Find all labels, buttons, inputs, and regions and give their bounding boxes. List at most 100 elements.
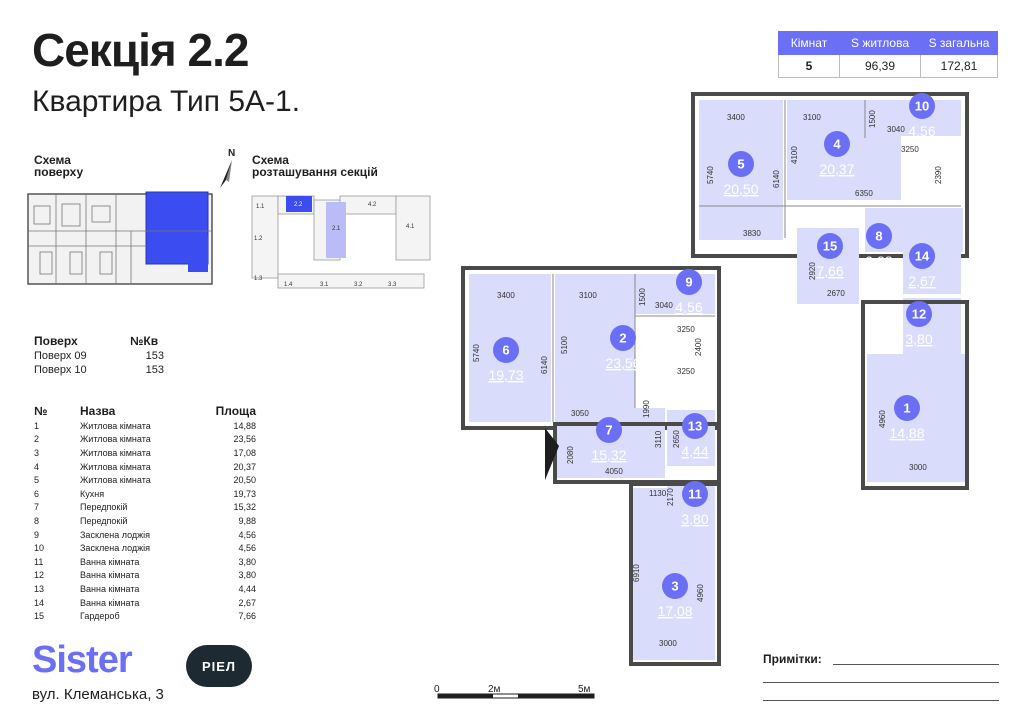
svg-text:7,66: 7,66 (816, 263, 843, 279)
svg-text:4,56: 4,56 (908, 123, 935, 139)
room-marker: 89,88 (865, 223, 893, 269)
dimension-label: 6140 (540, 356, 549, 374)
dimension-label: 3110 (654, 430, 663, 448)
brand-badge: РІЕЛ (186, 645, 252, 687)
svg-text:13: 13 (688, 419, 702, 434)
dimension-label: 1500 (868, 110, 877, 128)
svg-text:9: 9 (685, 275, 692, 290)
dimension-label: 3100 (803, 113, 821, 122)
dimension-label: 5740 (472, 344, 481, 362)
stats-header-living-area: S житлова (839, 31, 921, 55)
brand-logo: Sister (32, 639, 133, 681)
svg-text:5м: 5м (578, 684, 591, 695)
sections-schema-map: 1.1 2.2 4.2 1.2 2.1 4.1 1.3 1.4 3.1 3.2 … (251, 195, 431, 289)
floor-schema-map (27, 191, 213, 285)
svg-text:2.2: 2.2 (294, 202, 303, 208)
svg-text:17,08: 17,08 (657, 603, 692, 619)
svg-text:3,80: 3,80 (905, 331, 932, 347)
svg-text:5: 5 (737, 157, 744, 172)
dimension-label: 3400 (497, 291, 515, 300)
svg-text:11: 11 (688, 487, 702, 502)
svg-text:1.4: 1.4 (284, 282, 293, 288)
svg-text:3,80: 3,80 (681, 511, 708, 527)
svg-text:6: 6 (502, 343, 509, 358)
dimension-label: 1500 (638, 288, 647, 306)
svg-text:4.2: 4.2 (368, 202, 377, 208)
notes-label: Примітки: (763, 652, 822, 666)
svg-text:3.1: 3.1 (320, 282, 329, 288)
scale-bar: 0 2м 5м (434, 684, 595, 699)
floor-plan: 104,56520,50420,3789,88157,66142,67123,8… (461, 92, 969, 666)
notes-line (763, 682, 999, 683)
svg-text:7: 7 (605, 423, 612, 438)
dimension-label: 4100 (790, 146, 799, 164)
dimension-label: 2670 (827, 289, 845, 298)
dimension-label: 1130 (649, 489, 667, 498)
dimension-label: 5100 (560, 336, 569, 354)
room-marker: 94,56 (675, 269, 703, 315)
svg-text:12: 12 (912, 307, 926, 322)
svg-text:15,32: 15,32 (591, 447, 626, 463)
room-marker: 142,67 (908, 243, 936, 289)
svg-text:14,88: 14,88 (889, 425, 924, 441)
svg-text:2,67: 2,67 (908, 273, 935, 289)
dimension-label: 5740 (706, 166, 715, 184)
svg-text:1.3: 1.3 (254, 276, 263, 282)
dimension-label: 4960 (696, 584, 705, 602)
svg-text:20,50: 20,50 (723, 181, 758, 197)
notes-line (763, 700, 999, 701)
svg-text:2м: 2м (488, 684, 501, 695)
svg-text:4: 4 (833, 137, 841, 152)
svg-text:3: 3 (671, 579, 678, 594)
page-subtitle: Квартира Тип 5А-1. (32, 85, 301, 118)
room-marker: 123,80 (905, 301, 933, 347)
svg-text:3.2: 3.2 (354, 282, 363, 288)
svg-text:15: 15 (823, 239, 837, 254)
dimension-label: 4050 (605, 467, 623, 476)
svg-text:1.2: 1.2 (254, 236, 263, 242)
svg-text:9,88: 9,88 (865, 253, 892, 269)
dimension-label: 2080 (566, 446, 575, 464)
room-marker: 134,44 (681, 413, 709, 459)
svg-text:19,73: 19,73 (488, 367, 523, 383)
svg-text:1: 1 (903, 401, 910, 416)
dimension-label: 3400 (727, 113, 745, 122)
address: вул. Клеманська, 3 (32, 686, 164, 703)
svg-text:4,44: 4,44 (681, 443, 708, 459)
plan-structure (461, 92, 969, 666)
dimension-label: 3100 (579, 291, 597, 300)
svg-text:20,37: 20,37 (819, 161, 854, 177)
stats-header-total-area: S загальна (920, 31, 998, 55)
room-marker: 223,56 (605, 325, 641, 371)
dimension-label: 3250 (901, 145, 919, 154)
room-marker: 520,50 (723, 151, 759, 197)
svg-text:23,56: 23,56 (605, 355, 640, 371)
dimension-label: 6350 (855, 189, 873, 198)
dimension-label: 2920 (808, 262, 817, 280)
section-labels: 1.1 2.2 4.2 1.2 2.1 4.1 1.3 1.4 3.1 3.2 … (254, 202, 415, 288)
stats-header-rooms: Кімнат (778, 31, 840, 55)
room-marker: 114,88 (889, 395, 925, 441)
plan-room-labels: 104,56520,50420,3789,88157,66142,67123,8… (488, 93, 936, 619)
dimension-label: 4960 (878, 410, 887, 428)
svg-text:N: N (228, 148, 235, 159)
room-marker: 420,37 (819, 131, 855, 177)
apartment-stats-table: Кімнат S житлова S загальна 5 96,39 172,… (778, 31, 998, 78)
dimension-label: 1990 (642, 400, 651, 418)
dimension-label: 3830 (743, 229, 761, 238)
svg-text:0: 0 (434, 684, 440, 695)
